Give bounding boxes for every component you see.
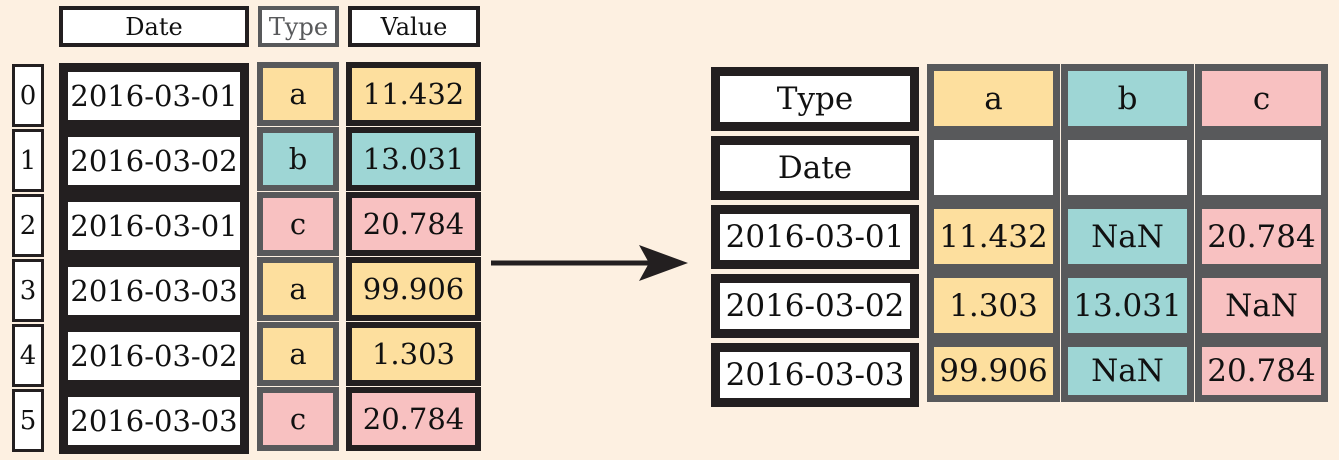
pivot-value-cell: NaN bbox=[1061, 340, 1194, 402]
date-cell: 2016-03-03 bbox=[64, 393, 244, 449]
date-column-header: Date bbox=[59, 6, 249, 47]
pivot-row-date: 2016-03-02 bbox=[715, 278, 915, 334]
type-cell: a bbox=[257, 257, 339, 321]
value-cell: 11.432 bbox=[346, 62, 481, 126]
type-cell: b bbox=[257, 127, 339, 191]
value-cell: 20.784 bbox=[346, 192, 481, 256]
type-cell: c bbox=[257, 387, 339, 451]
pivot-row-date: 2016-03-03 bbox=[715, 347, 915, 403]
pivot-empty-cell bbox=[1061, 133, 1194, 202]
pivot-column-header-a: a bbox=[927, 64, 1060, 133]
value-cell: 1.303 bbox=[346, 322, 481, 386]
date-cell: 2016-03-01 bbox=[64, 68, 244, 124]
pivot-row-date: 2016-03-01 bbox=[715, 209, 915, 265]
pivot-columns-label: Type bbox=[715, 71, 915, 127]
value-cell: 99.906 bbox=[346, 257, 481, 321]
pivot-index-label: Date bbox=[715, 140, 915, 196]
pivot-value-cell: 20.784 bbox=[1195, 202, 1328, 271]
pivot-value-cell: NaN bbox=[1061, 202, 1194, 271]
pivot-empty-cell bbox=[1195, 133, 1328, 202]
type-cell: a bbox=[257, 62, 339, 126]
row-index: 3 bbox=[12, 259, 44, 322]
row-index: 0 bbox=[12, 64, 44, 127]
date-cell: 2016-03-02 bbox=[64, 133, 244, 189]
value-cell: 20.784 bbox=[346, 387, 481, 451]
row-index: 1 bbox=[12, 129, 44, 192]
date-cell: 2016-03-01 bbox=[64, 198, 244, 254]
pivot-value-cell: 13.031 bbox=[1061, 271, 1194, 340]
date-cell: 2016-03-02 bbox=[64, 328, 244, 384]
type-cell: c bbox=[257, 192, 339, 256]
value-cell: 13.031 bbox=[346, 127, 481, 191]
transform-arrow bbox=[491, 245, 688, 281]
pivot-value-cell: 11.432 bbox=[927, 202, 1060, 271]
pivot-value-cell: 99.906 bbox=[927, 340, 1060, 402]
pivot-column-header-b: b bbox=[1061, 64, 1194, 133]
date-cell: 2016-03-03 bbox=[64, 263, 244, 319]
pivot-value-cell: 1.303 bbox=[927, 271, 1060, 340]
pivot-column-header-c: c bbox=[1195, 64, 1328, 133]
value-column-header: Value bbox=[348, 6, 480, 47]
row-index: 4 bbox=[12, 324, 44, 387]
row-index: 2 bbox=[12, 194, 44, 257]
pivot-empty-cell bbox=[927, 133, 1060, 202]
pivot-value-cell: NaN bbox=[1195, 271, 1328, 340]
pivot-value-cell: 20.784 bbox=[1195, 340, 1328, 402]
type-cell: a bbox=[257, 322, 339, 386]
type-column-header: Type bbox=[258, 6, 339, 47]
row-index: 5 bbox=[12, 389, 44, 452]
